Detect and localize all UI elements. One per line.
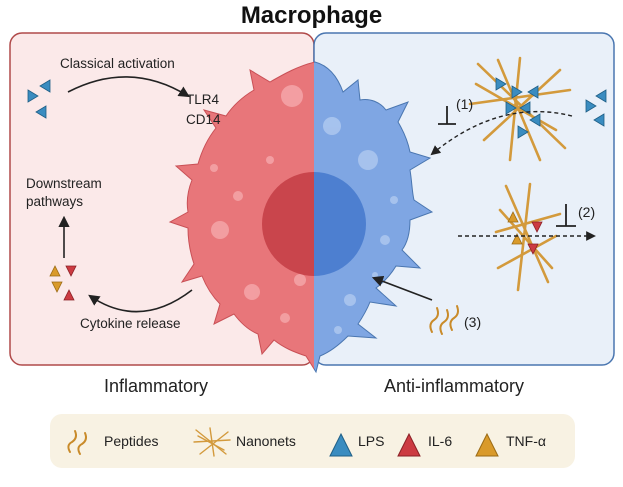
nucleus-anti-inflammatory xyxy=(314,172,366,276)
downstream-label-line1: Downstream xyxy=(26,176,102,191)
macrophage-cell xyxy=(169,61,433,373)
legend-tnf-label: TNF-α xyxy=(506,433,546,449)
tlr4-label: TLR4 xyxy=(186,92,220,107)
classical-activation-label: Classical activation xyxy=(60,56,175,71)
inflammatory-caption: Inflammatory xyxy=(104,376,209,396)
legend-tnf-icon xyxy=(475,432,499,457)
downstream-label-line2: pathways xyxy=(26,194,84,209)
peptide-arrow xyxy=(371,275,433,301)
anti-inflammatory-caption: Anti-inflammatory xyxy=(384,376,525,396)
cytokine-cluster xyxy=(49,265,77,301)
mechanism-2-label: (2) xyxy=(578,204,596,220)
legend-peptides-icon xyxy=(67,430,87,455)
inhibition-2-symbol xyxy=(556,204,576,227)
classical-activation-arrow xyxy=(67,76,190,98)
mechanism-3-label: (3) xyxy=(464,314,482,330)
cd14-label: CD14 xyxy=(186,112,221,127)
lps-group-right xyxy=(585,89,607,127)
nanonet-1-lps xyxy=(495,77,541,139)
legend-lps-icon xyxy=(329,432,353,457)
nucleus-inflammatory xyxy=(262,172,314,276)
legend-nanonets-label: Nanonets xyxy=(236,433,296,449)
cytokine-release-arrow xyxy=(88,289,193,313)
diagram-title: Macrophage xyxy=(240,2,383,29)
cytokine-release-label: Cytokine release xyxy=(80,316,181,331)
nanonet-1 xyxy=(468,56,572,162)
nanonet-2 xyxy=(494,182,562,292)
peptides-3 xyxy=(429,305,459,335)
legend-il6-icon xyxy=(397,432,421,457)
legend-nanonets-icon xyxy=(193,427,231,457)
lps-entry-arrow xyxy=(430,110,573,156)
legend-peptides-label: Peptides xyxy=(104,433,159,449)
legend-box xyxy=(50,414,575,468)
lps-group-left xyxy=(27,79,51,119)
inhibition-1-symbol xyxy=(438,106,456,125)
mechanism-1-label: (1) xyxy=(456,96,474,112)
legend-lps-label: LPS xyxy=(358,433,385,449)
legend-il6-label: IL-6 xyxy=(428,433,453,449)
nanonet-2-cytokines xyxy=(507,211,543,255)
